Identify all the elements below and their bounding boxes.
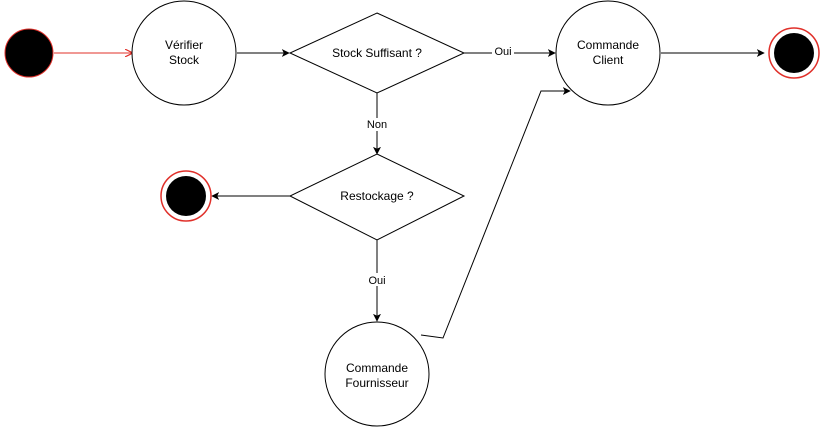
activity-commande-fournisseur[interactable]: Commande Fournisseur: [324, 321, 430, 427]
nodes: Vérifier Stock Stock Suffisant ? Command…: [4, 0, 820, 427]
decision-stock-suffisant[interactable]: Stock Suffisant ?: [288, 12, 466, 94]
decision-stock-suffisant-label: Stock Suffisant ?: [332, 46, 422, 60]
edge-label-oui-restockage: Oui: [368, 275, 385, 287]
decision-restockage-label: Restockage ?: [340, 189, 414, 203]
activity-verifier-stock-label-line1: Vérifier: [165, 38, 203, 52]
activity-verifier-stock[interactable]: Vérifier Stock: [131, 0, 237, 106]
edge-commande-fournisseur-to-commande-client[interactable]: [420, 87, 571, 339]
activity-commande-client-label-line2: Client: [593, 53, 624, 67]
activity-commande-client[interactable]: Commande Client: [555, 0, 661, 106]
edge-label-oui-stock: Oui: [494, 46, 511, 58]
activity-commande-client-label-line1: Commande: [577, 38, 639, 52]
decision-restockage[interactable]: Restockage ?: [288, 153, 466, 241]
edge-label-non-stock: Non: [367, 119, 387, 131]
activity-verifier-stock-label-line2: Stock: [169, 53, 200, 67]
final-node-top-right[interactable]: [768, 27, 820, 79]
activity-commande-fournisseur-label-line2: Fournisseur: [345, 376, 408, 390]
activity-commande-fournisseur-label-line1: Commande: [346, 361, 408, 375]
final-node-left[interactable]: [160, 170, 212, 222]
edge-labels: Oui Non Oui: [364, 45, 514, 287]
initial-node[interactable]: [4, 28, 54, 78]
